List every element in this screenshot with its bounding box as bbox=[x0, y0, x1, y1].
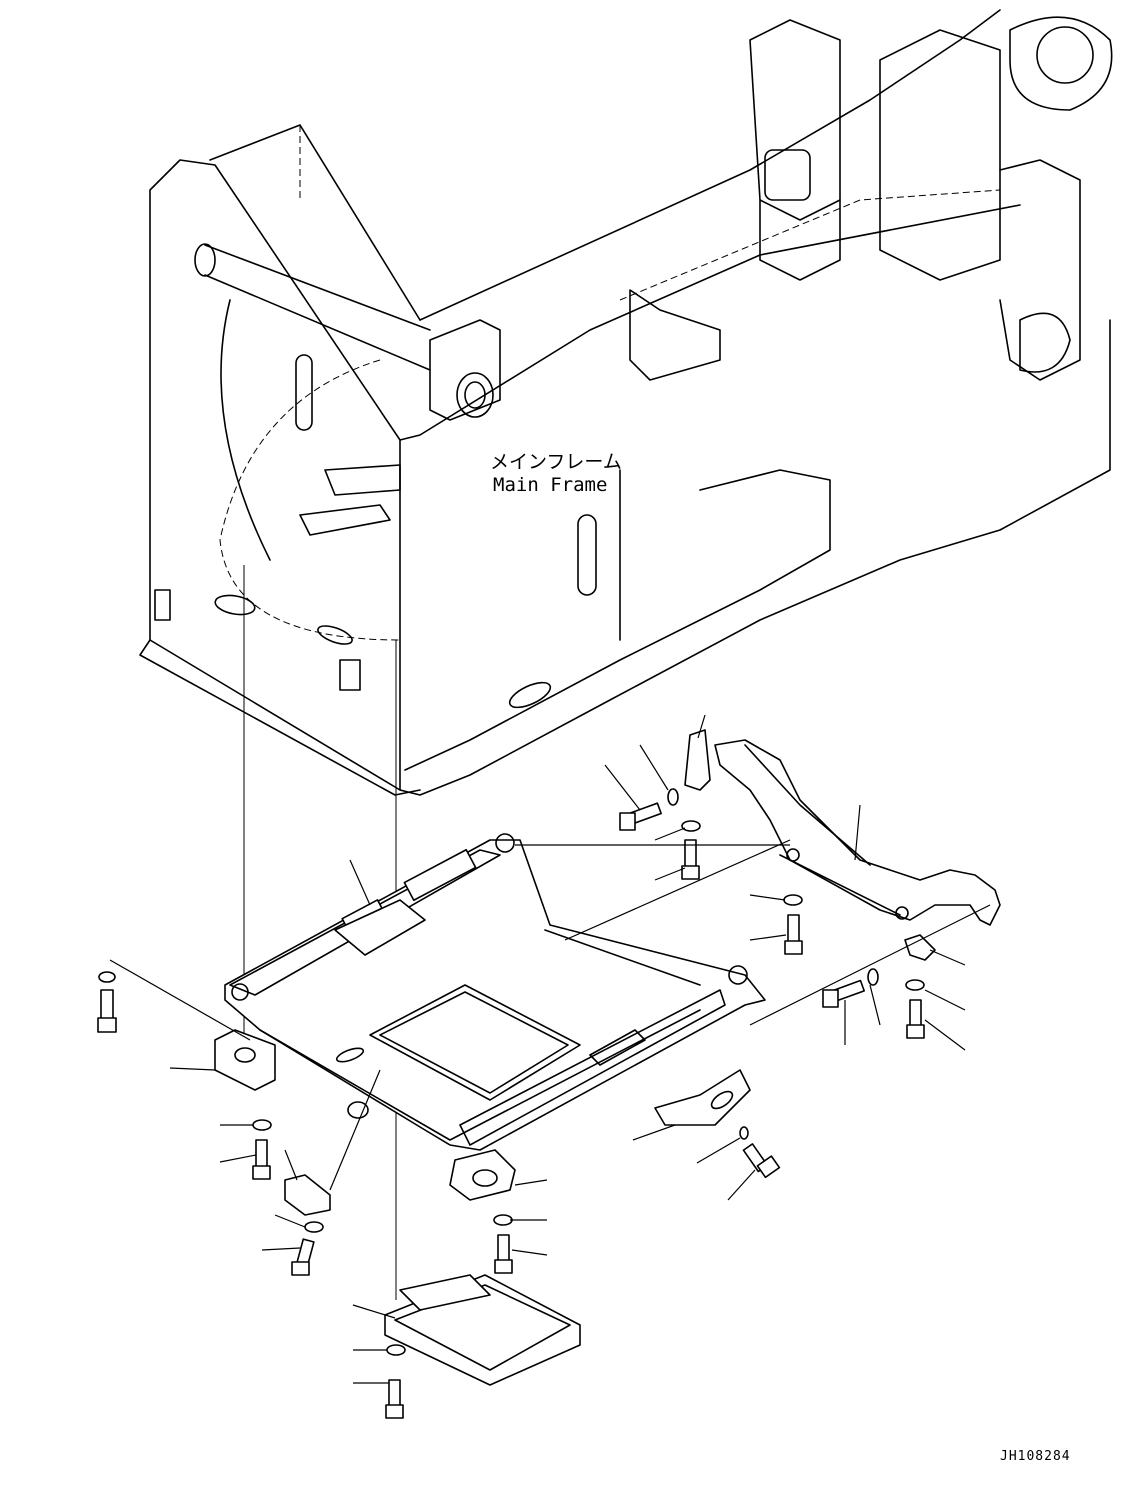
bolt bbox=[97, 989, 117, 1033]
washer bbox=[783, 894, 803, 906]
clip-upper bbox=[684, 729, 711, 791]
cover-bracket-left bbox=[214, 1029, 276, 1091]
leader-lines bbox=[109, 714, 991, 1384]
washer bbox=[905, 979, 925, 991]
bolt bbox=[252, 1139, 271, 1180]
bolt bbox=[494, 1234, 513, 1274]
drawing-code: JH108284 bbox=[1000, 1449, 1071, 1464]
bolt bbox=[681, 839, 700, 880]
clip-right bbox=[904, 934, 936, 961]
washer bbox=[493, 1214, 513, 1226]
main-frame bbox=[139, 9, 1113, 796]
frame-label-english: Main Frame bbox=[493, 474, 607, 496]
bolt bbox=[291, 1238, 315, 1276]
bolt bbox=[906, 999, 925, 1039]
cover-bracket-center bbox=[449, 1149, 516, 1201]
washer bbox=[304, 1221, 324, 1233]
washer bbox=[252, 1119, 272, 1131]
bolt bbox=[742, 1143, 781, 1179]
cover-small bbox=[284, 1174, 331, 1216]
bolt bbox=[784, 914, 803, 955]
bolt bbox=[385, 1379, 404, 1419]
bolt bbox=[822, 979, 866, 1008]
under-cover-plate bbox=[224, 833, 766, 1151]
washer bbox=[386, 1344, 406, 1356]
frame-label-japanese: メインフレーム bbox=[490, 451, 622, 473]
washer bbox=[681, 820, 701, 832]
side-bracket bbox=[714, 739, 1001, 926]
washer bbox=[667, 788, 679, 806]
inspection-cover bbox=[384, 1274, 581, 1386]
washer bbox=[98, 971, 116, 983]
cover-bracket-right bbox=[654, 1069, 751, 1126]
washer bbox=[867, 968, 879, 986]
washer bbox=[739, 1126, 749, 1140]
bolt bbox=[619, 802, 662, 831]
